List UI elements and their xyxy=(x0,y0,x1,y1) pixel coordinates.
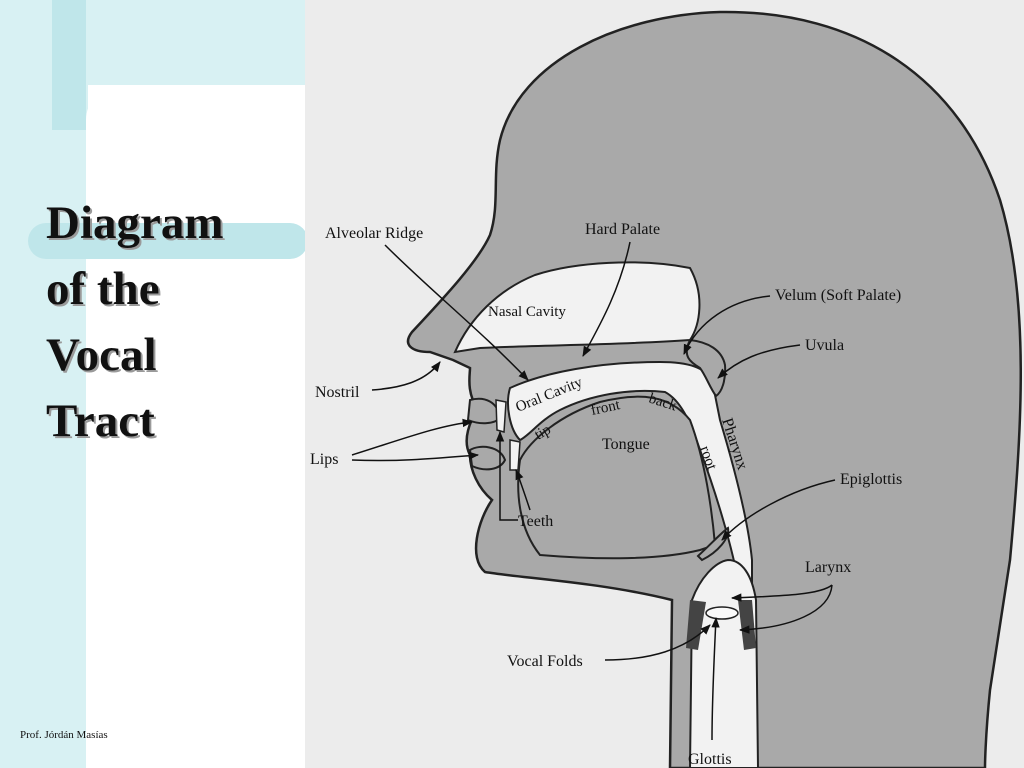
teal-accent-bar xyxy=(52,0,86,130)
label-tip: tip xyxy=(532,422,554,444)
pointer-epiglottis xyxy=(721,479,836,541)
pointer-alveolar-ridge xyxy=(384,244,529,381)
larynx-shape xyxy=(688,558,760,768)
label-larynx: Larynx xyxy=(805,559,851,576)
title-line-3: Vocal xyxy=(46,329,157,381)
label-uvula: Uvula xyxy=(805,337,844,354)
lower-teeth xyxy=(509,439,521,471)
pointer-uvula xyxy=(717,344,801,379)
glottis-opening xyxy=(705,606,739,620)
pointer-teeth-upper xyxy=(495,430,518,521)
title-line-1: Diagram xyxy=(46,197,224,249)
title-card xyxy=(86,86,308,768)
pointer-lips-upper xyxy=(351,418,474,456)
label-velum: Velum (Soft Palate) xyxy=(775,287,901,304)
pointer-teeth-lower xyxy=(515,469,531,511)
label-hard-palate: Hard Palate xyxy=(585,221,660,238)
label-nostril: Nostril xyxy=(315,384,360,401)
vocal-fold-left xyxy=(686,600,706,650)
slide-title: Diagram of the Vocal Tract xyxy=(46,190,224,454)
label-nasal-cavity: Nasal Cavity xyxy=(488,304,566,320)
vocal-tract-figure: Alveolar Ridge Hard Palate Nasal Cavity … xyxy=(305,0,1024,768)
label-alveolar-ridge: Alveolar Ridge xyxy=(325,225,423,242)
nasal-cavity-shape xyxy=(453,261,701,354)
label-tongue: Tongue xyxy=(602,436,650,453)
epiglottis-shape xyxy=(696,526,730,562)
pointer-vocal-folds xyxy=(604,624,711,661)
label-vocal-folds: Vocal Folds xyxy=(507,653,583,670)
pointer-hard-palate xyxy=(582,241,631,357)
vocal-tract-svg: Alveolar Ridge Hard Palate Nasal Cavity … xyxy=(305,0,1024,768)
footer-credit: Prof. Jórdán Masías xyxy=(20,729,108,741)
title-line-4: Tract xyxy=(46,395,155,447)
pointer-larynx-upper xyxy=(730,584,833,602)
pointer-glottis xyxy=(711,616,720,741)
label-teeth: Teeth xyxy=(518,513,553,530)
velum-shape xyxy=(685,338,727,398)
pointer-nostril xyxy=(371,361,441,391)
upper-teeth xyxy=(495,399,507,433)
oral-cavity-shape xyxy=(507,360,753,768)
teal-pill-accent xyxy=(28,223,308,259)
label-front: front xyxy=(590,397,623,419)
vocal-fold-right xyxy=(738,600,756,650)
tongue-shape xyxy=(517,395,717,560)
pointer-velum xyxy=(683,295,771,355)
pointer-lips-lower xyxy=(351,451,480,462)
title-line-2: of the xyxy=(46,263,160,315)
label-glottis: Glottis xyxy=(688,751,732,768)
label-epiglottis: Epiglottis xyxy=(840,471,902,488)
pointer-larynx-lower xyxy=(738,584,833,634)
label-lips: Lips xyxy=(310,451,338,468)
pointer-lines xyxy=(351,241,836,741)
